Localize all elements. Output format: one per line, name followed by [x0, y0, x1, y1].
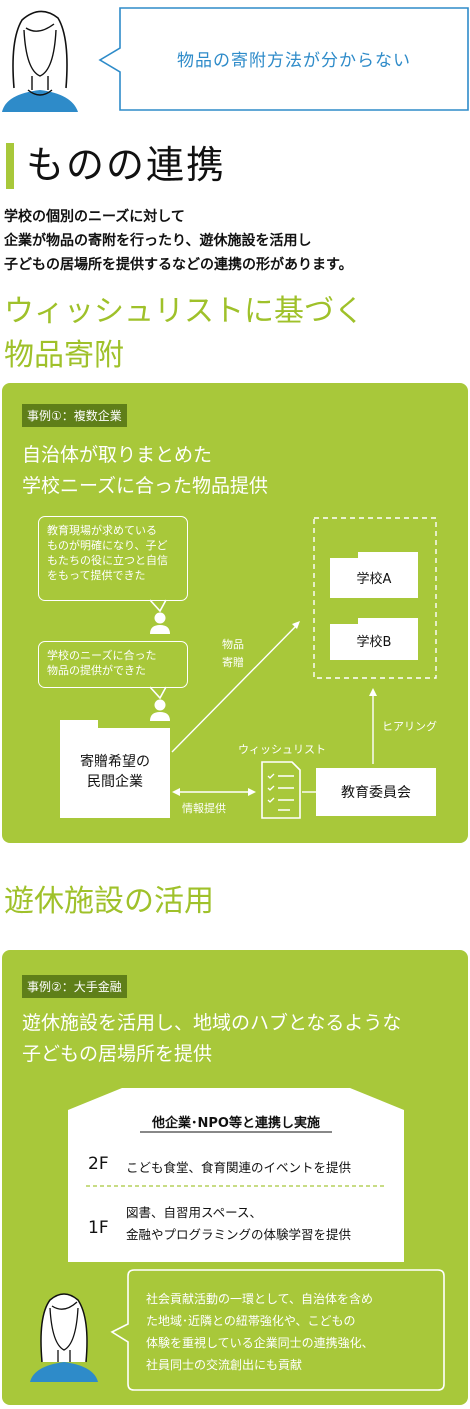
floor-1-label: 1F [88, 1218, 109, 1238]
company-label: 寄贈希望の 民間企業 [60, 752, 170, 792]
intro-line: 学校の個別のニーズに対して [4, 209, 185, 225]
title-line: 自治体が取りまとめた [22, 444, 213, 466]
header-avatar-icon [2, 10, 78, 112]
facility-heading: 遊休施設の活用 [4, 884, 214, 919]
quote-line: 教育現場が求めている [47, 524, 157, 537]
donation-line: 物品 [222, 638, 244, 651]
header-speech-text: 物品の寄附方法が分からない [177, 51, 411, 71]
bottom-quote-line: 体験を重視している企業同士の連携強化、 [146, 1336, 374, 1350]
floor-2-label: 2F [88, 1154, 109, 1174]
school-a-label: 学校A [356, 572, 392, 587]
donation-line: 寄贈 [222, 656, 244, 669]
title-line: 遊休施設を活用し、地域のハブとなるような [22, 1012, 402, 1034]
info-label: 情報提供 [182, 802, 226, 815]
building-title: 他企業･NPO等と連携し実施 [152, 1116, 320, 1131]
company-line: 民間企業 [87, 774, 143, 790]
intro-line: 子どもの居場所を提供するなどの連携の形があります。 [4, 257, 353, 273]
floor-2-text: こども食堂、食育関連のイベントを提供 [126, 1160, 352, 1175]
intro-text: 学校の個別のニーズに対して 企業が物品の寄附を行ったり、遊休施設を活用し 子ども… [4, 205, 353, 277]
floor-1-line: 図書、自習用スペース、 [126, 1205, 263, 1220]
quote-line: もたちの役に立つと自信 [47, 554, 168, 567]
speech-bubble-outline [98, 7, 469, 111]
quote-line: 学校のニーズに合った [47, 649, 157, 662]
school-b-label: 学校B [356, 635, 392, 650]
quote-bubble-1: 教育現場が求めている ものが明確になり、子ど もたちの役に立つと自信 をもって提… [38, 516, 188, 601]
company-line: 寄贈希望の [80, 754, 150, 770]
board-box: 教育委員会 [316, 768, 436, 816]
title-line: 子どもの居場所を提供 [22, 1043, 213, 1065]
quote-line: 物品の提供ができた [47, 664, 146, 677]
floor-1-line: 金融やプログラミングの体験学習を提供 [126, 1227, 352, 1242]
intro-line: 企業が物品の寄附を行ったり、遊休施設を活用し [4, 233, 312, 249]
case1-tag: 事例①：複数企業 [22, 404, 127, 427]
wishlist-heading: ウィッシュリストに基づく 物品寄附 [4, 290, 364, 378]
wishlist-label: ウィッシュリスト [238, 743, 326, 756]
bottom-quote-line: 社員同士の交流創出にも貢献 [146, 1358, 303, 1372]
title-line: 学校ニーズに合った物品提供 [22, 475, 269, 497]
case2-title: 遊休施設を活用し、地域のハブとなるような 子どもの居場所を提供 [22, 1008, 401, 1070]
heading-line: 物品寄附 [4, 338, 124, 373]
bottom-quote: 社会貢献活動の一環として、自治体を含め た地域･近隣との紐帯強化や、こどもの 体… [146, 1288, 374, 1376]
case1-title: 自治体が取りまとめた 学校ニーズに合った物品提供 [22, 440, 268, 502]
bottom-quote-line: 社会貢献活動の一環として、自治体を含め [146, 1292, 374, 1306]
floor-1-text: 図書、自習用スペース、 金融やプログラミングの体験学習を提供 [126, 1202, 351, 1246]
heading-line: ウィッシュリストに基づく [4, 294, 364, 329]
quote-line: をもって提供できた [47, 569, 146, 582]
section-title-bar [6, 143, 14, 189]
bottom-quote-line: た地域･近隣との紐帯強化や、こどもの [146, 1314, 356, 1328]
quote-line: ものが明確になり、子ど [47, 539, 168, 552]
section-title: ものの連携 [26, 143, 227, 187]
hearing-label: ヒアリング [382, 720, 437, 733]
case2-tag: 事例②：大手金融 [22, 975, 127, 998]
donation-label: 物品 寄贈 [222, 636, 244, 672]
wishlist-document-icon [261, 761, 301, 819]
quote-bubble-2: 学校のニーズに合った 物品の提供ができた [38, 641, 188, 688]
